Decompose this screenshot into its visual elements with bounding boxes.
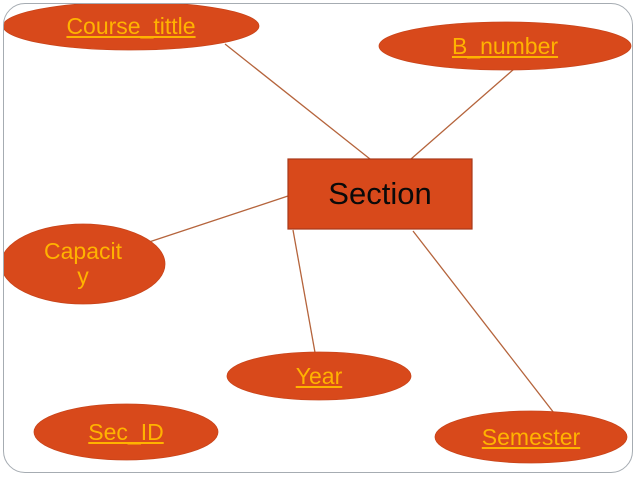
connector-year-to-section: [292, 229, 317, 359]
attribute-ellipse-year[interactable]: [226, 351, 412, 401]
diagram-canvas: Course_tittle B_number Capacit y Year Se…: [3, 3, 632, 472]
node-shape-layer: [3, 3, 632, 464]
connector-course-tittle-to-section: [224, 43, 371, 160]
connector-capacity-to-section: [142, 195, 289, 245]
attribute-ellipse-sec-id[interactable]: [33, 403, 219, 461]
attribute-ellipse-course-tittle[interactable]: [3, 3, 260, 51]
slide-frame: Course_tittle B_number Capacit y Year Se…: [3, 3, 633, 473]
attribute-ellipse-capacity[interactable]: [3, 223, 166, 305]
entity-rect-section[interactable]: [287, 158, 473, 230]
attribute-ellipse-b-number[interactable]: [378, 21, 632, 71]
connector-semester-to-section: [412, 230, 555, 414]
attribute-ellipse-semester[interactable]: [434, 410, 628, 464]
connector-layer: [142, 43, 555, 414]
connector-b-number-to-section: [410, 68, 515, 160]
